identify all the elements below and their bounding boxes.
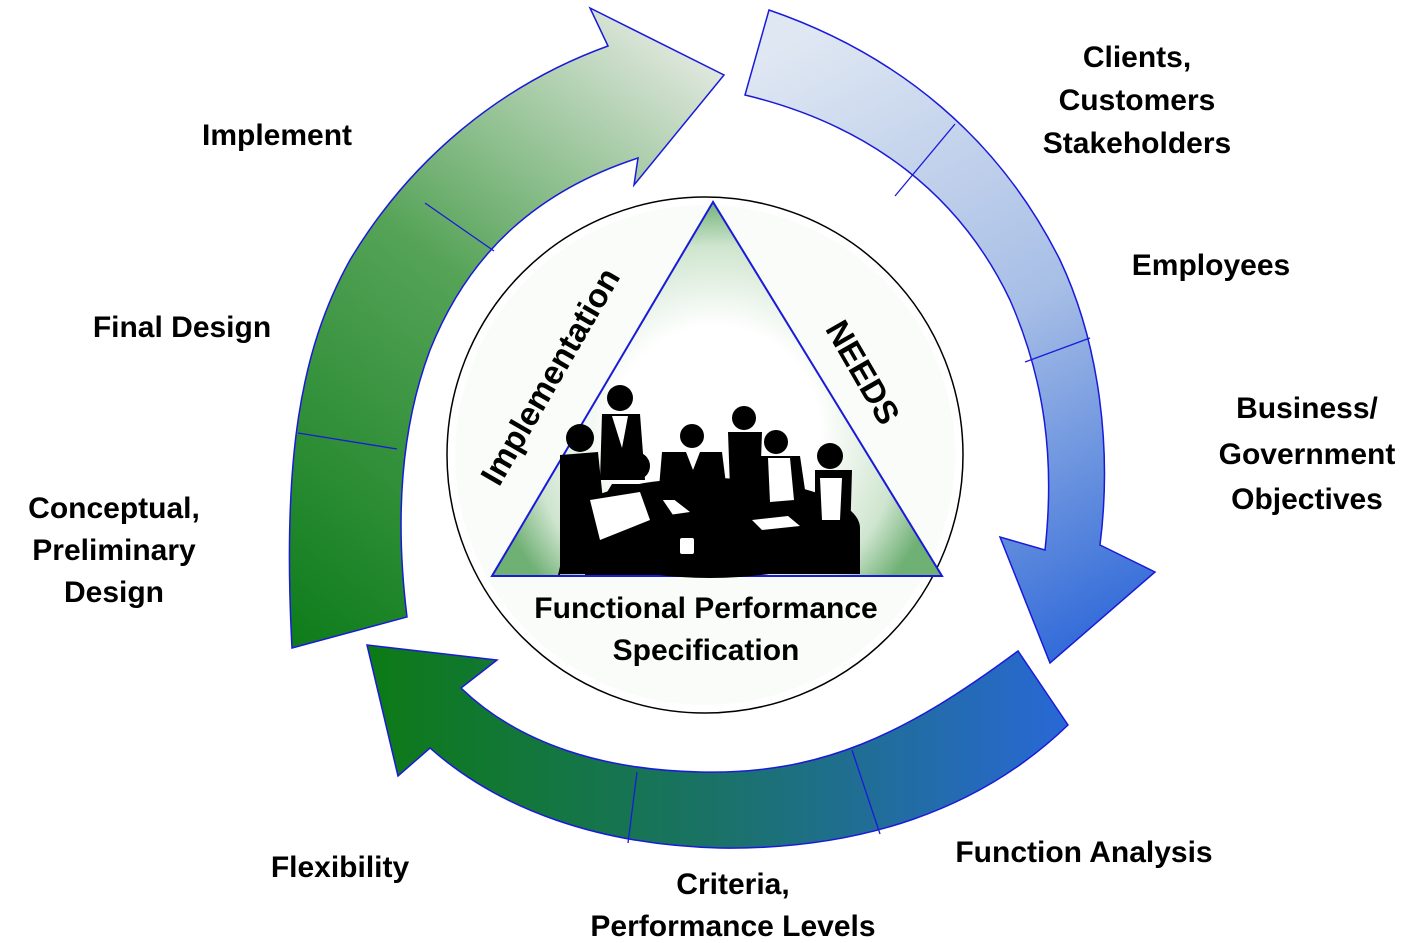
label-clients-3: Stakeholders [1043, 127, 1231, 160]
label-final-design: Final Design [93, 311, 271, 344]
label-criteria-1: Criteria, [676, 868, 789, 901]
label-implement: Implement [202, 119, 352, 152]
implementation-arrow [288, 6, 726, 649]
label-function-analysis: Function Analysis [955, 836, 1212, 869]
label-employees: Employees [1132, 249, 1290, 282]
needs-arrow [744, 9, 1157, 665]
label-business-1: Business/ [1236, 392, 1378, 425]
meeting-picture [558, 385, 860, 578]
label-conceptual-1: Conceptual, [28, 492, 200, 525]
center-bottom-line1: Functional Performance [534, 592, 877, 625]
label-flexibility: Flexibility [271, 851, 410, 884]
analysis-arrow [366, 644, 1069, 849]
center-bottom-line2: Specification [613, 634, 800, 667]
label-conceptual-2: Preliminary [32, 534, 196, 567]
label-business-2: Government [1219, 438, 1396, 471]
label-clients-2: Customers [1059, 84, 1216, 117]
label-criteria-2: Performance Levels [590, 910, 875, 943]
label-conceptual-3: Design [64, 576, 164, 609]
label-business-3: Objectives [1231, 483, 1383, 516]
label-clients-1: Clients, [1083, 41, 1191, 74]
